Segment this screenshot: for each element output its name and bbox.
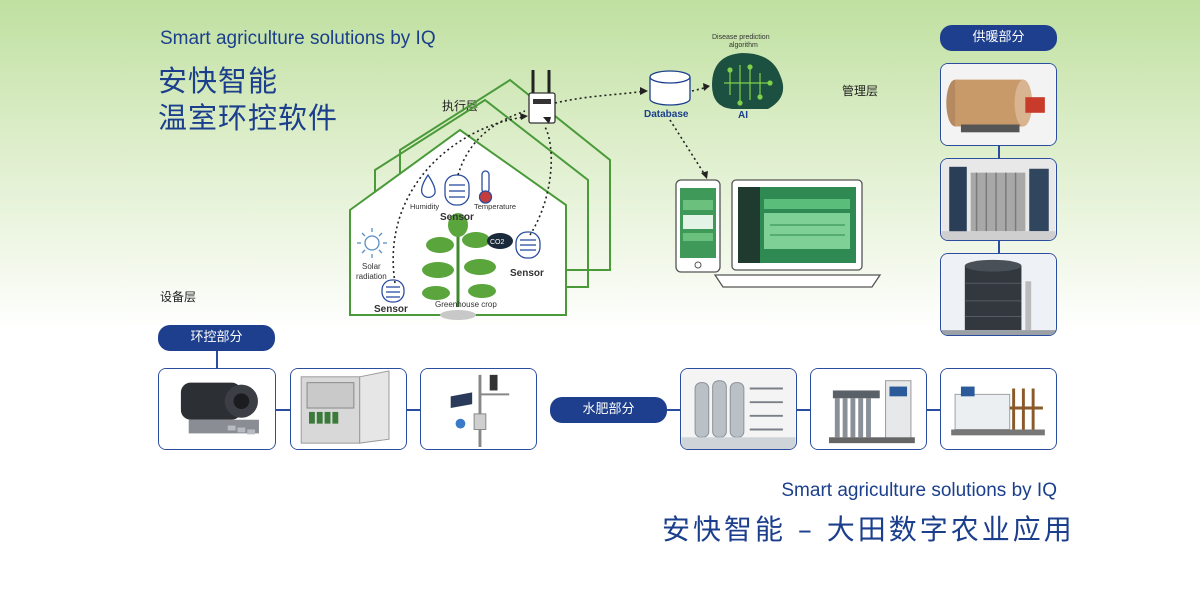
water-treatment-photo [680,368,797,450]
section-pill-water-fertilizer: 水肥部分 [550,397,667,423]
flow-arrow-gateway-to-database [554,90,646,104]
water-tank-photo [940,253,1057,336]
dosing-system-photo [940,368,1057,450]
sensor-icon-center [444,174,470,206]
motor-actuator-photo [158,368,276,450]
section-pill-heating: 供暖部分 [940,25,1057,51]
mobile-phone-icon [675,179,721,273]
co2-cloud-icon: CO2 [487,233,513,249]
fertigation-machine-photo [810,368,927,450]
sensor-label-center: Sensor [440,212,474,223]
control-cabinet-photo [290,368,407,450]
flow-arrow-right-sensor-to-gateway [529,126,553,236]
thermometer-icon [478,170,493,204]
ai-label: AI [738,110,748,121]
header-title-en: Smart agriculture solutions by IQ [160,28,436,49]
database-icon [649,70,691,106]
humidity-label: Humidity [410,202,439,211]
flow-arrow-left-sensor-to-gateway [392,116,526,284]
ai-brain-icon [712,53,784,109]
sensor-icon-right [515,231,541,259]
greenhouse-crop-plant-icon [422,213,496,320]
layer-label-device: 设备层 [160,290,197,304]
header-title-cn-line2: 温室环控软件 [158,101,339,135]
footer-title-en: Smart agriculture solutions by IQ [781,480,1057,501]
humidity-icon [420,173,436,199]
layer-label-management: 管理层 [842,84,879,98]
footer-title-cn: 安快智能 – 大田数字农业应用 [662,513,1075,546]
disease-algorithm-label-line1: Disease prediction [712,34,770,41]
heat-exchanger-photo [940,158,1057,241]
greenhouse-system-diagram: Greenhouse crop Solar radiation Sensor H… [349,34,882,320]
sensor-label-left: Sensor [374,304,408,315]
gateway-router-icon [528,70,556,124]
sun-icon [357,228,387,258]
weather-station-photo [420,368,537,450]
flow-arrow-database-to-devices [669,119,706,176]
section-pill-env-control: 环控部分 [158,325,275,351]
heating-boiler-photo [940,63,1057,146]
sensor-icon-left [381,279,405,303]
temperature-label: Temperature [474,202,516,211]
solar-label-line1: Solar [362,262,381,271]
database-label: Database [644,109,689,120]
header-title-cn-line1: 安快智能 [158,64,279,98]
disease-algorithm-label-line2: algorithm [729,42,758,49]
solar-label-line2: radiation [356,272,387,281]
svg-text:CO2: CO2 [490,239,505,246]
greenhouse-crop-label: Greenhouse crop [435,300,497,309]
laptop-icon [713,179,882,288]
sensor-label-right: Sensor [510,268,544,279]
